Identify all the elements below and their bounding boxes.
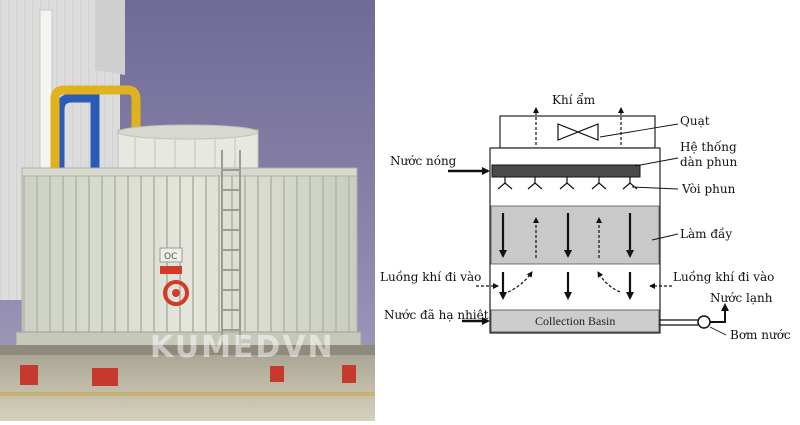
support-pad (342, 365, 356, 383)
cooling-tower-diagram: Khí ẩm Quạt Hệ thống dàn phun Nước nóng … (380, 0, 800, 421)
support-pad (270, 366, 284, 382)
label-cold-water: Nước lạnh (710, 291, 772, 305)
label-fill: Làm đầy (680, 227, 732, 241)
pipe-white (40, 10, 52, 185)
label-pump: Bơm nước (730, 328, 791, 342)
label-spray-system: Hệ thống dàn phun (680, 140, 737, 170)
support-pad (20, 365, 38, 385)
label-cooled-water: Nước đã hạ nhiệt (384, 308, 489, 322)
label-hot-water: Nước nóng (390, 154, 456, 168)
nameplate-text: OC (164, 252, 177, 262)
watermark: KUMEDVN (150, 330, 335, 365)
cooling-tower-photo: OC KUMEDVN (0, 0, 375, 421)
diagram-drawing (380, 0, 800, 421)
support-pad (92, 368, 118, 386)
label-air-inlet-right: Luồng khí đi vào (673, 270, 774, 284)
pump-icon (698, 316, 710, 328)
cold-water-arrow (710, 305, 725, 322)
label-air-inlet-left: Luồng khí đi vào (380, 270, 481, 284)
label-collection-basin: Collection Basin (535, 314, 615, 329)
label-nozzle: Vòi phun (682, 182, 735, 196)
fill-media (491, 206, 659, 264)
spray-header (492, 165, 640, 177)
label-fan: Quạt (680, 114, 710, 128)
label-moist-air: Khí ẩm (552, 93, 595, 107)
